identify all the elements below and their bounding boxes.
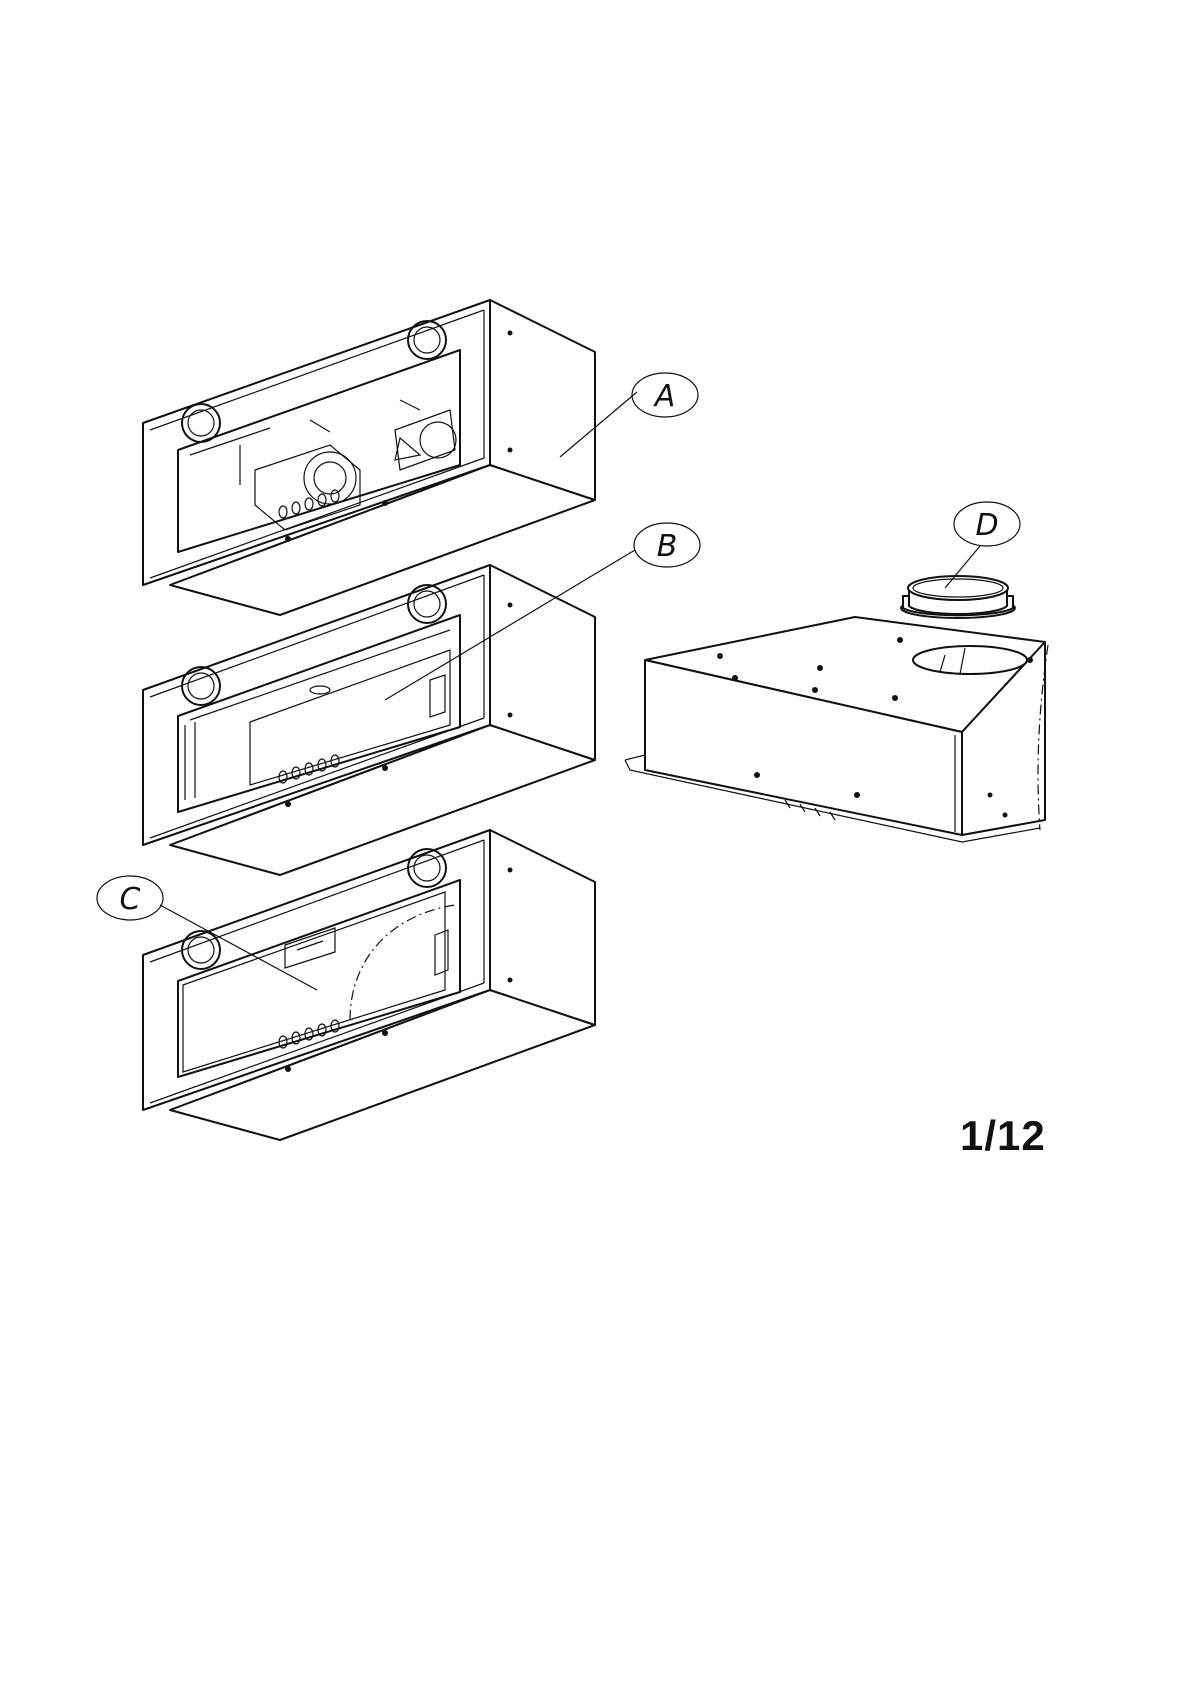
hood-c bbox=[143, 830, 595, 1140]
housing-outlet-opening bbox=[913, 646, 1027, 674]
callout-c-label: C bbox=[120, 882, 141, 917]
callout-d-label: D bbox=[975, 508, 998, 543]
outlet-collar bbox=[901, 576, 1015, 618]
page-number: 1/12 bbox=[960, 1112, 1046, 1160]
hood-a bbox=[143, 300, 595, 615]
hood-b bbox=[143, 565, 595, 875]
hood-c-side-panel bbox=[490, 830, 595, 1025]
hood-a-side-panel bbox=[490, 300, 595, 500]
hood-b-side-panel bbox=[490, 565, 595, 760]
callout-b-label: B bbox=[657, 529, 678, 564]
callout-d: D bbox=[945, 502, 1020, 588]
callout-a-label: A bbox=[653, 379, 676, 414]
housing-with-outlet bbox=[625, 617, 1048, 842]
